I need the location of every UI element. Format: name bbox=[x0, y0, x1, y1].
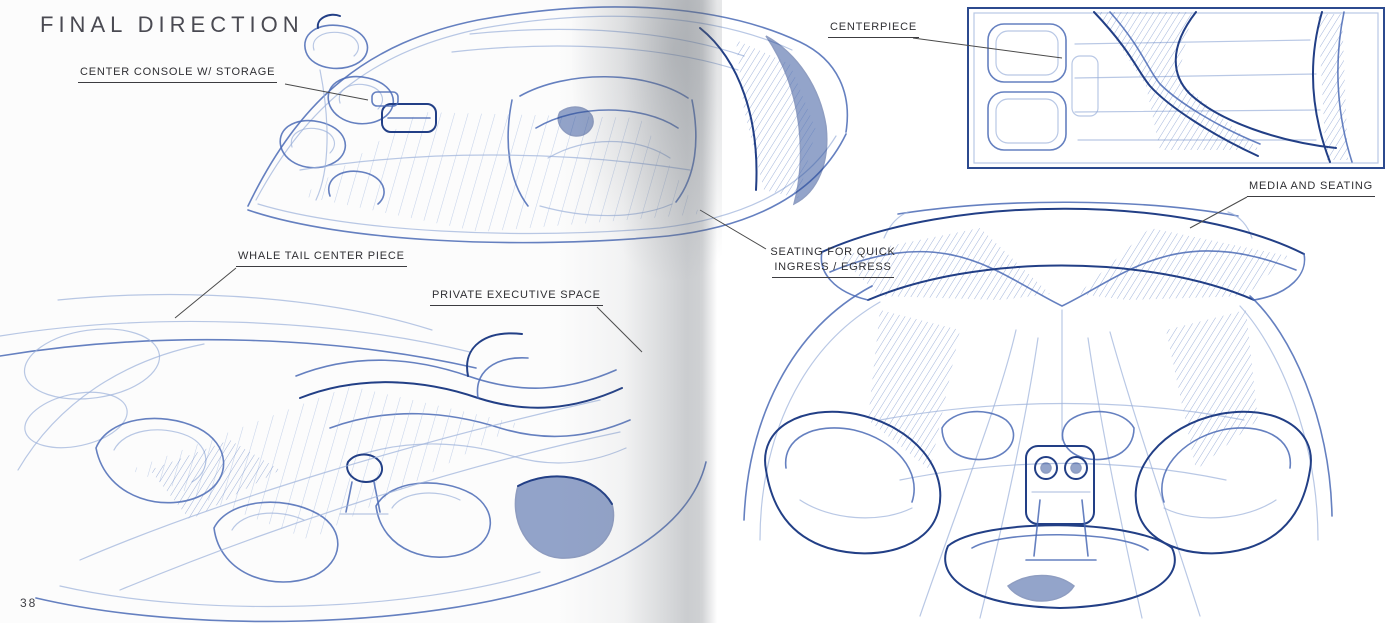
annotation-centerpiece: CENTERPIECE bbox=[828, 21, 920, 38]
annotation-seating-line2: INGRESS / EGRESS bbox=[772, 261, 894, 278]
annotation-seating-line1: SEATING FOR QUICK bbox=[770, 246, 896, 258]
annotation-whale-tail-text: WHALE TAIL CENTER PIECE bbox=[236, 250, 407, 267]
sketch-rear-perspective bbox=[247, 6, 849, 244]
annotation-seating: SEATING FOR QUICK INGRESS / EGRESS bbox=[758, 246, 908, 278]
annotation-media-seating-text: MEDIA AND SEATING bbox=[1247, 180, 1376, 197]
annotation-center-console-text: CENTER CONSOLE W/ STORAGE bbox=[78, 66, 278, 83]
leader-center-console bbox=[284, 83, 369, 101]
annotation-private-space: PRIVATE EXECUTIVE SPACE bbox=[430, 289, 603, 306]
leader-private-space bbox=[596, 306, 643, 353]
leader-centerpiece bbox=[912, 37, 1063, 59]
annotation-whale-tail: WHALE TAIL CENTER PIECE bbox=[236, 250, 407, 267]
leader-media-seating bbox=[1189, 196, 1248, 229]
annotation-private-space-text: PRIVATE EXECUTIVE SPACE bbox=[430, 289, 603, 306]
leader-lines bbox=[174, 37, 1248, 353]
annotation-center-console: CENTER CONSOLE W/ STORAGE bbox=[78, 66, 278, 83]
page-number: 38 bbox=[20, 596, 38, 610]
sketch-private-space bbox=[0, 293, 707, 623]
sketch-media-seating bbox=[743, 201, 1333, 619]
leader-whale-tail bbox=[174, 267, 237, 319]
annotation-media-seating: MEDIA AND SEATING bbox=[1247, 180, 1376, 197]
sketch-centerpiece-framed bbox=[967, 7, 1385, 169]
leader-seating bbox=[699, 209, 767, 250]
annotation-centerpiece-text: CENTERPIECE bbox=[828, 21, 920, 38]
page-title: FINAL DIRECTION bbox=[40, 12, 304, 37]
